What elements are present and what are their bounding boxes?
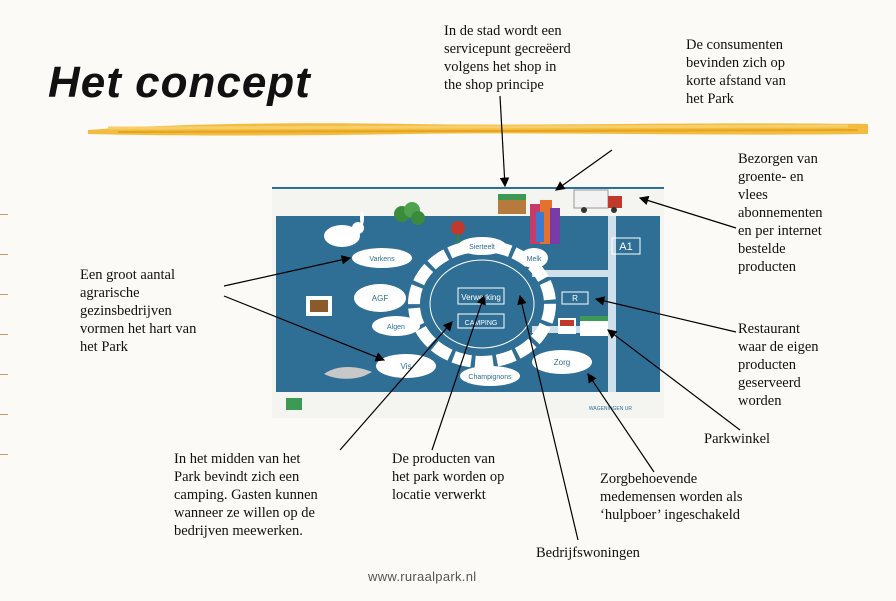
note-bezorgen: Bezorgen van groente- en vlees abonnemen… — [738, 151, 823, 275]
buildings-icon — [530, 200, 560, 244]
label-zorg: Zorg — [554, 358, 570, 367]
label-varkens: Varkens — [369, 256, 395, 263]
yellow-brush-stroke — [88, 123, 868, 136]
shark-icon — [324, 367, 372, 379]
label-r: R — [572, 294, 578, 303]
camping-box — [457, 313, 505, 329]
label-vis: Vis — [401, 362, 412, 371]
label-champignons: Champignons — [468, 374, 512, 381]
note-camping: In het midden van het Park bevindt zich … — [174, 451, 318, 539]
bubble-vis — [376, 354, 436, 378]
bubble-champignons — [460, 366, 520, 386]
r-box — [561, 291, 589, 305]
bubble-zorg — [532, 350, 592, 374]
note-parkwinkel: Parkwinkel — [704, 431, 771, 447]
parkwinkel-icon — [580, 316, 608, 336]
footer-url[interactable]: www.ruraalpark.nl — [368, 569, 477, 584]
note-agrarisch: Een groot aantal agrarische gezinsbedrij… — [80, 267, 197, 355]
basket-icon — [306, 296, 332, 316]
a1-road-sign — [611, 237, 641, 255]
bubble-algen — [372, 316, 420, 336]
logo-icon — [286, 398, 302, 410]
note-servicepunt: In de stad wordt een servicepunt gecreëe… — [444, 23, 571, 93]
page-title: Het concept — [48, 58, 311, 107]
label-wageningen: WAGENINGEN UR — [589, 406, 633, 412]
rabbit-icon — [324, 211, 364, 247]
bubble-varkens — [352, 248, 412, 268]
note-woningen: Bedrijfswoningen — [536, 545, 640, 561]
note-producten: De producten van het park worden op loca… — [392, 451, 505, 503]
shop-icon — [498, 194, 526, 214]
label-p: P — [545, 286, 552, 297]
note-restaurant: Restaurant waar de eigen producten geser… — [738, 321, 819, 409]
label-melk: Melk — [527, 256, 542, 263]
label-camping: CAMPING — [465, 320, 498, 327]
bubble-agf — [354, 284, 406, 312]
restaurant-icon — [558, 318, 576, 334]
note-zorg: Zorgbehoevende medemensen worden als ‘hu… — [600, 471, 743, 523]
delivery-truck-icon — [573, 189, 622, 213]
label-algen: Algen — [387, 324, 405, 331]
label-sierteelt: Sierteelt — [469, 244, 495, 251]
broccoli-icon — [394, 202, 425, 225]
note-consumenten: De consumenten bevinden zich op korte af… — [686, 37, 786, 107]
label-a1: A1 — [619, 241, 632, 253]
label-agf: AGF — [372, 294, 389, 303]
bubble-sierteelt — [458, 237, 506, 255]
bubble-melk — [520, 248, 548, 268]
